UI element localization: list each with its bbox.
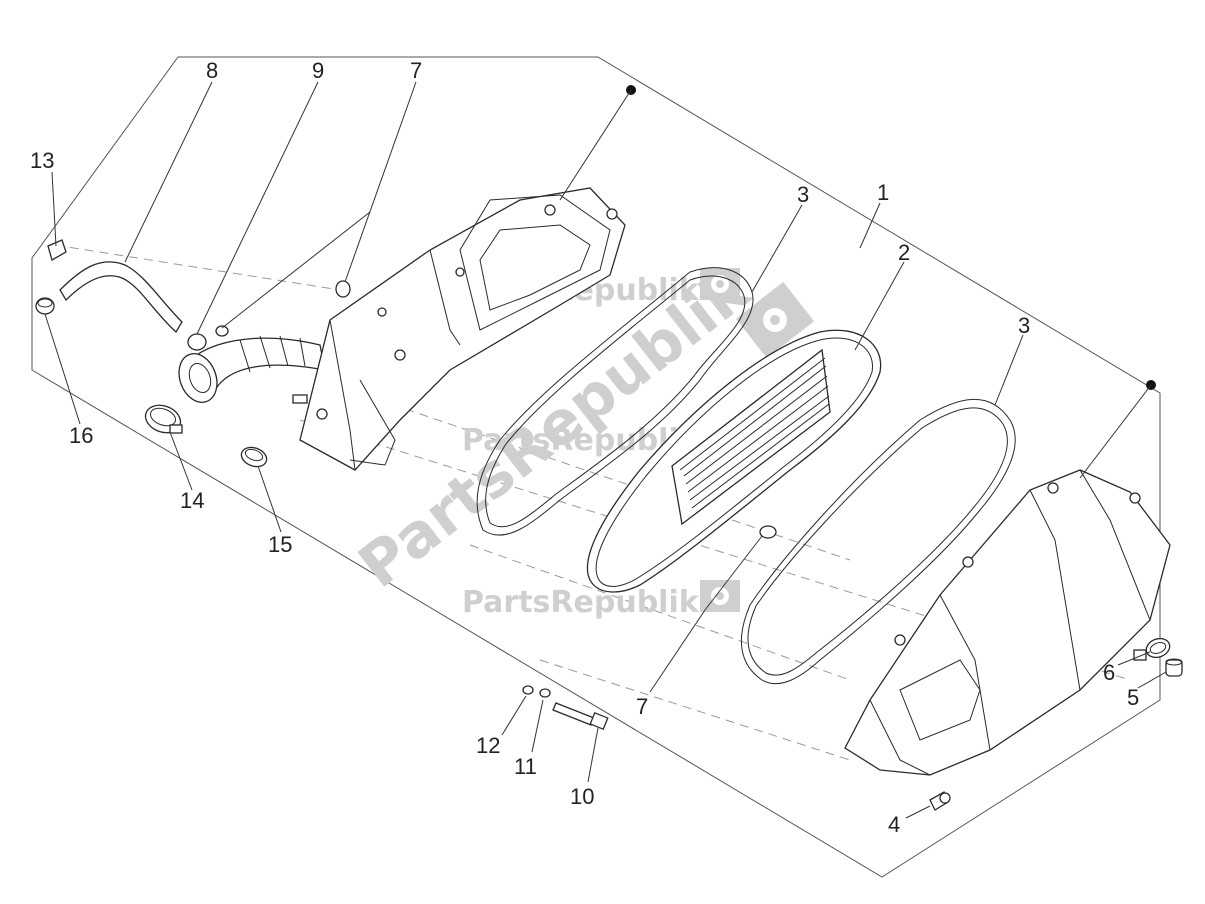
callout-10: 10 [570,784,594,809]
callout-1: 1 [877,180,889,205]
part-6-clamp [1145,637,1171,659]
part-3-gasket-right [740,398,1016,685]
callout-14: 14 [180,488,204,513]
callout-11: 11 [514,754,537,779]
gear-icon [700,268,740,300]
watermark-text-bottom: PartsRepublik [462,585,700,620]
callout-3-right: 3 [1018,313,1030,338]
part-2-air-filter [586,329,882,593]
callout-9: 9 [312,58,324,83]
callout-4: 4 [888,812,900,837]
part-3-gasket-left-inner [485,275,746,528]
part-10-bolt [552,702,609,731]
part-15-clamp [240,446,268,468]
callout-16: 16 [69,423,93,448]
part-13-clip [47,239,67,261]
callout-7-bottom: 7 [636,694,648,719]
callout-5: 5 [1127,685,1139,710]
inlet-duct [178,335,326,403]
part-16-cap [35,297,55,315]
gear-icon [700,580,740,612]
part-3-gasket-right-inner [747,407,1008,676]
gear-icon [735,281,815,359]
callout-12: 12 [476,733,500,758]
callout-13: 13 [30,148,54,173]
assembly-frame [31,56,1161,878]
part-5-drain-plug [1165,658,1183,677]
callout-2: 2 [898,240,910,265]
part-9-clamp [187,325,229,351]
part-7-grommet [335,280,351,298]
part-14-hose-clamp [144,404,183,434]
part-8-drain-hose [59,261,183,334]
leader-lines [44,81,1167,819]
callout-labels: 8 9 7 13 16 14 15 3 1 2 3 7 6 5 12 11 10… [30,58,1139,837]
callout-3-left: 3 [797,182,809,207]
callout-7-top: 7 [410,58,422,83]
callout-8: 8 [206,58,218,83]
air-box-housing [292,187,626,471]
air-box-cover [844,469,1171,776]
callout-15: 15 [268,532,292,557]
part-11-washer [539,688,551,698]
part-12-washer [522,685,534,695]
callout-6: 6 [1103,660,1115,685]
part-4-screw [929,791,951,811]
